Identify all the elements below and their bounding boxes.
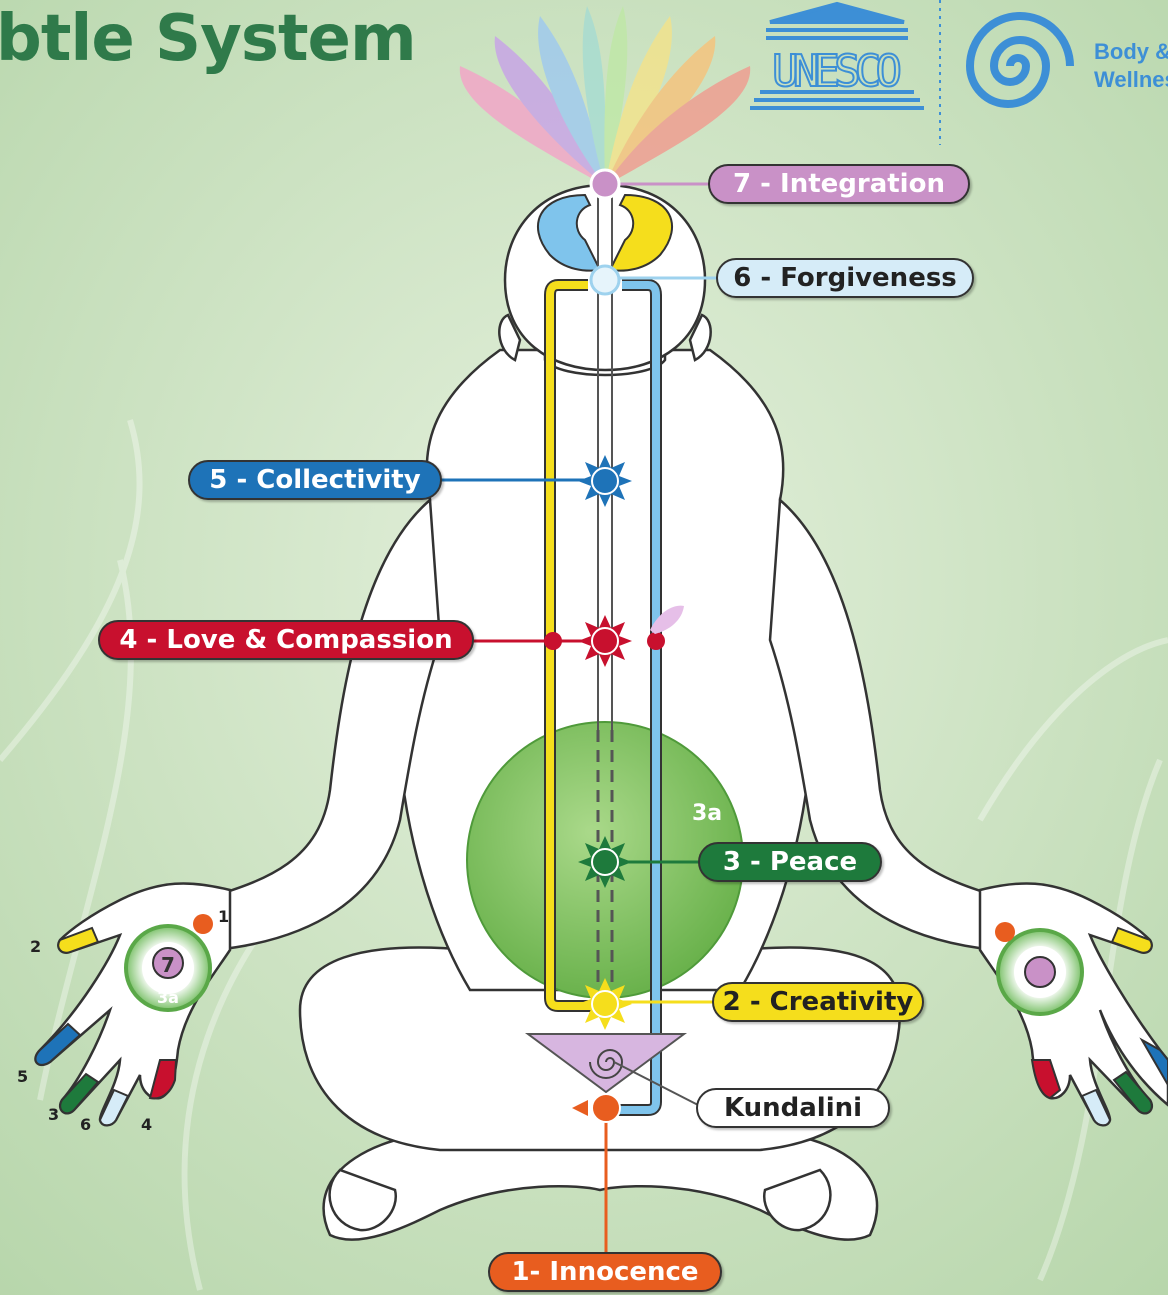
chakra-6-forgiveness xyxy=(591,266,619,294)
label-creativity: 2 - Creativity xyxy=(712,982,924,1022)
finger-label-1: 1 xyxy=(218,907,229,926)
left-finger-1-dot xyxy=(193,914,213,934)
finger-label-2: 2 xyxy=(30,937,41,956)
label-innocence: 1- Innocence xyxy=(488,1252,722,1292)
brand-line-1: Body & xyxy=(1094,38,1168,66)
chakra-5-collectivity xyxy=(578,455,632,507)
label-peace: 3 - Peace xyxy=(698,842,882,882)
brand-line-2: Wellnes xyxy=(1094,66,1168,94)
unesco-logo-text: UNESCO xyxy=(772,46,902,97)
unesco-logo: UNESCO xyxy=(750,4,924,108)
label-integration: 7 - Integration xyxy=(708,164,970,204)
chakra-2-creativity xyxy=(578,978,632,1030)
label-kundalini: Kundalini xyxy=(696,1088,890,1128)
finger-label-6: 6 xyxy=(80,1115,91,1134)
label-forgiveness: 6 - Forgiveness xyxy=(716,258,974,298)
chakra-3-peace xyxy=(578,836,632,888)
left-palm-number-7: 7 xyxy=(161,953,175,977)
brand-name: Body & Wellnes xyxy=(1094,38,1168,94)
finger-label-3: 3 xyxy=(48,1105,59,1124)
label-collectivity: 5 - Collectivity xyxy=(188,460,442,500)
label-love: 4 - Love & Compassion xyxy=(98,620,474,660)
page-title: btle System xyxy=(0,2,416,76)
left-palm-3a: 3a xyxy=(157,988,179,1007)
chakra-7-integration xyxy=(591,170,619,198)
finger-label-4: 4 xyxy=(141,1115,152,1134)
void-label: 3a xyxy=(692,801,722,826)
finger-label-5: 5 xyxy=(17,1067,28,1086)
